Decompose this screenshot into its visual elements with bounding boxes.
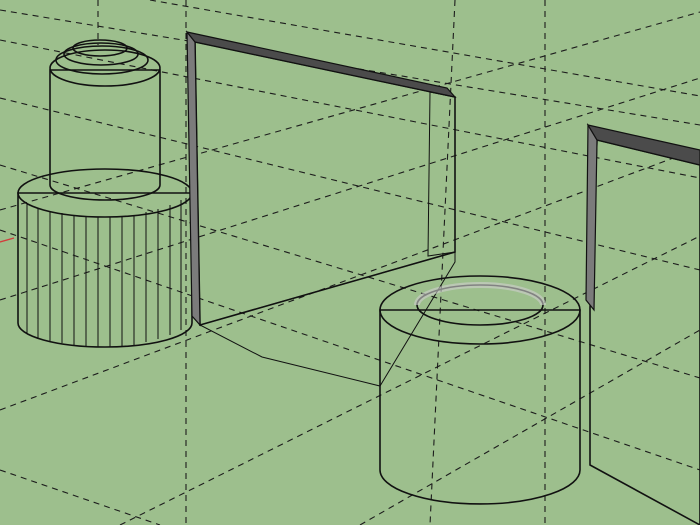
thin-wall-right[interactable]	[585, 122, 700, 525]
base-cylinder-segment-lines	[26, 200, 182, 347]
hollow-tube-cylinder[interactable]	[379, 275, 581, 505]
red-axis-line	[0, 237, 15, 243]
thin-wall-left[interactable]	[185, 30, 457, 387]
